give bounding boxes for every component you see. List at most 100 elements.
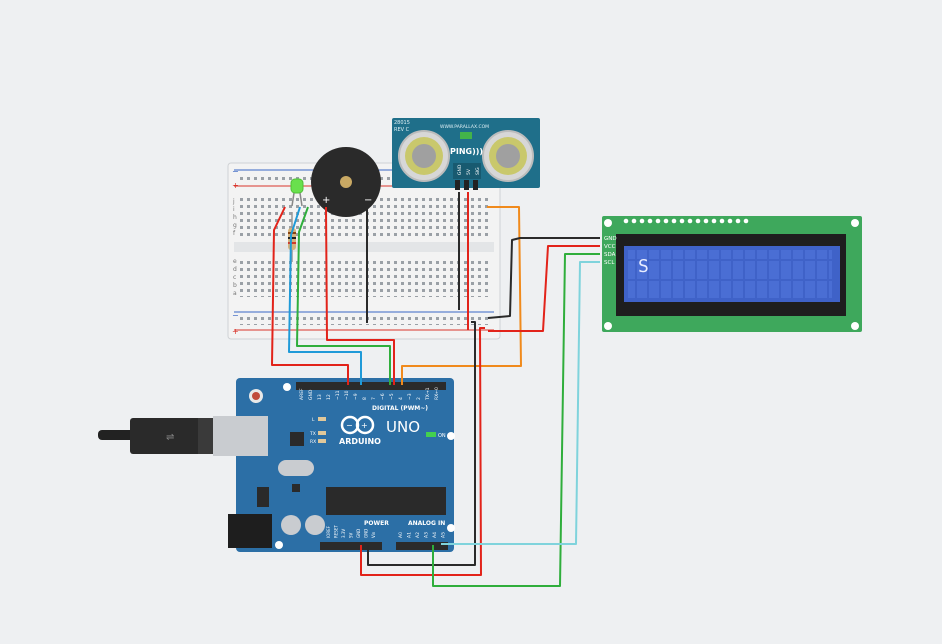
lcd-header-pin bbox=[703, 218, 709, 224]
digital-pin-label: ~9 bbox=[353, 393, 359, 400]
ping-rev: REV C bbox=[394, 127, 410, 133]
row-letter: c bbox=[233, 274, 236, 281]
analog-pin-label: A4 bbox=[432, 532, 438, 538]
digital-pin-label: 7 bbox=[371, 397, 377, 400]
status-leds: L TX RX bbox=[309, 417, 326, 445]
digital-pin-label: 8 bbox=[362, 397, 368, 400]
atmega-chip bbox=[326, 487, 446, 515]
ping-pins: GND 5V SIG bbox=[455, 164, 481, 190]
wire-green bbox=[296, 206, 391, 385]
lcd-header-pin bbox=[687, 218, 693, 224]
digital-pin-label: TX→1 bbox=[425, 387, 431, 401]
ping-url: WWW.PARALLAX.COM bbox=[440, 124, 489, 130]
power-pin-label: GND bbox=[364, 529, 369, 538]
digital-pin-label: 13 bbox=[317, 394, 323, 400]
lcd-header-pin bbox=[671, 218, 677, 224]
analog-pin-label: A0 bbox=[398, 532, 404, 538]
power-pin-label: GND bbox=[356, 529, 361, 538]
svg-text:⇌: ⇌ bbox=[166, 432, 174, 443]
analog-pin-label: A5 bbox=[441, 532, 447, 538]
wires bbox=[271, 192, 600, 587]
digital-pin-label: ~6 bbox=[380, 393, 386, 400]
power-header-label: POWER bbox=[364, 520, 389, 527]
power-pin-label: IOREF bbox=[326, 525, 331, 538]
digital-pin-label: 2 bbox=[416, 397, 422, 400]
svg-text:RX: RX bbox=[310, 439, 316, 445]
svg-text:+: + bbox=[232, 327, 239, 336]
on-led-label: ON bbox=[438, 433, 446, 439]
arduino-model: UNO bbox=[386, 418, 420, 436]
lcd-header-pin bbox=[695, 218, 701, 224]
svg-text:+: + bbox=[322, 195, 330, 206]
arduino-brand: ARDUINO bbox=[339, 437, 381, 446]
wire-lcd-gnd bbox=[487, 237, 600, 319]
wire-lcd-vcc bbox=[488, 245, 600, 332]
green-led[interactable] bbox=[290, 178, 304, 207]
row-letter: g bbox=[233, 222, 237, 229]
wire-lcd-sda bbox=[432, 253, 600, 587]
sensor-transducer-right bbox=[482, 130, 534, 182]
power-pin-label: 5V bbox=[349, 532, 354, 538]
power-pin-label: Vin bbox=[371, 531, 376, 538]
digital-pin-label: ~5 bbox=[389, 393, 395, 400]
svg-text:SDA: SDA bbox=[604, 252, 616, 258]
lcd-header-pin bbox=[727, 218, 733, 224]
digital-pin-label: 4 bbox=[398, 397, 404, 400]
arduino-logo: − + bbox=[340, 415, 375, 435]
svg-text:GND: GND bbox=[604, 236, 617, 242]
lcd-header-pin bbox=[719, 218, 725, 224]
usb-cable: ⇌ bbox=[98, 418, 218, 454]
power-pin-label: RESET bbox=[334, 525, 339, 538]
lcd-header-pin bbox=[647, 218, 653, 224]
piezo-buzzer[interactable]: + − bbox=[311, 147, 381, 217]
svg-text:−: − bbox=[232, 311, 239, 320]
lcd-header-pin bbox=[639, 218, 645, 224]
lcd-header-pin bbox=[679, 218, 685, 224]
row-letter: b bbox=[233, 282, 237, 289]
digital-pin-label: ~11 bbox=[335, 390, 341, 400]
wire-buzzer-red bbox=[325, 206, 395, 385]
svg-text:+: + bbox=[232, 181, 239, 190]
svg-text:−: − bbox=[232, 167, 239, 176]
svg-text:SIG: SIG bbox=[475, 167, 481, 175]
row-letter: d bbox=[233, 266, 237, 273]
lcd-header-pin bbox=[743, 218, 749, 224]
sensor-transducer-left bbox=[398, 130, 450, 182]
svg-text:TX: TX bbox=[309, 431, 316, 437]
row-letter: e bbox=[233, 258, 237, 265]
analog-pin-label: A2 bbox=[415, 532, 421, 538]
wire-orange bbox=[401, 206, 522, 385]
svg-text:+: + bbox=[361, 421, 368, 430]
power-pin-label: 3.3V bbox=[341, 529, 346, 538]
row-letter: i bbox=[233, 206, 235, 213]
lcd-header-pins bbox=[623, 218, 749, 224]
row-letter: a bbox=[233, 290, 237, 297]
analog-header-label: ANALOG IN bbox=[408, 520, 445, 527]
row-letter: h bbox=[233, 214, 237, 221]
svg-text:L: L bbox=[312, 417, 315, 423]
lcd-header-pin bbox=[735, 218, 741, 224]
digital-pin-label: RX←0 bbox=[434, 387, 440, 400]
analog-pin-label: A3 bbox=[424, 532, 430, 538]
wire-red-led bbox=[271, 206, 349, 385]
svg-text:−: − bbox=[364, 195, 372, 206]
lcd-i2c-display[interactable]: S GND VCC SDA SCL bbox=[602, 216, 862, 332]
digital-pin-label: GND bbox=[308, 389, 314, 400]
digital-pin-label: 12 bbox=[326, 394, 332, 400]
ping-part: 28015 bbox=[394, 120, 410, 126]
lcd-header-pin bbox=[655, 218, 661, 224]
wire-gnd-black bbox=[367, 321, 476, 566]
digital-pin-label: ~3 bbox=[407, 393, 413, 400]
analog-pin-label: A1 bbox=[407, 532, 413, 538]
lcd-header-pin bbox=[711, 218, 717, 224]
svg-text:SCL: SCL bbox=[604, 260, 615, 266]
ping-ultrasonic-sensor[interactable]: PING))) WWW.PARALLAX.COM 28015 REV C GND… bbox=[392, 118, 540, 190]
wire-lcd-scl bbox=[441, 261, 600, 545]
ping-label: PING))) bbox=[450, 147, 483, 156]
